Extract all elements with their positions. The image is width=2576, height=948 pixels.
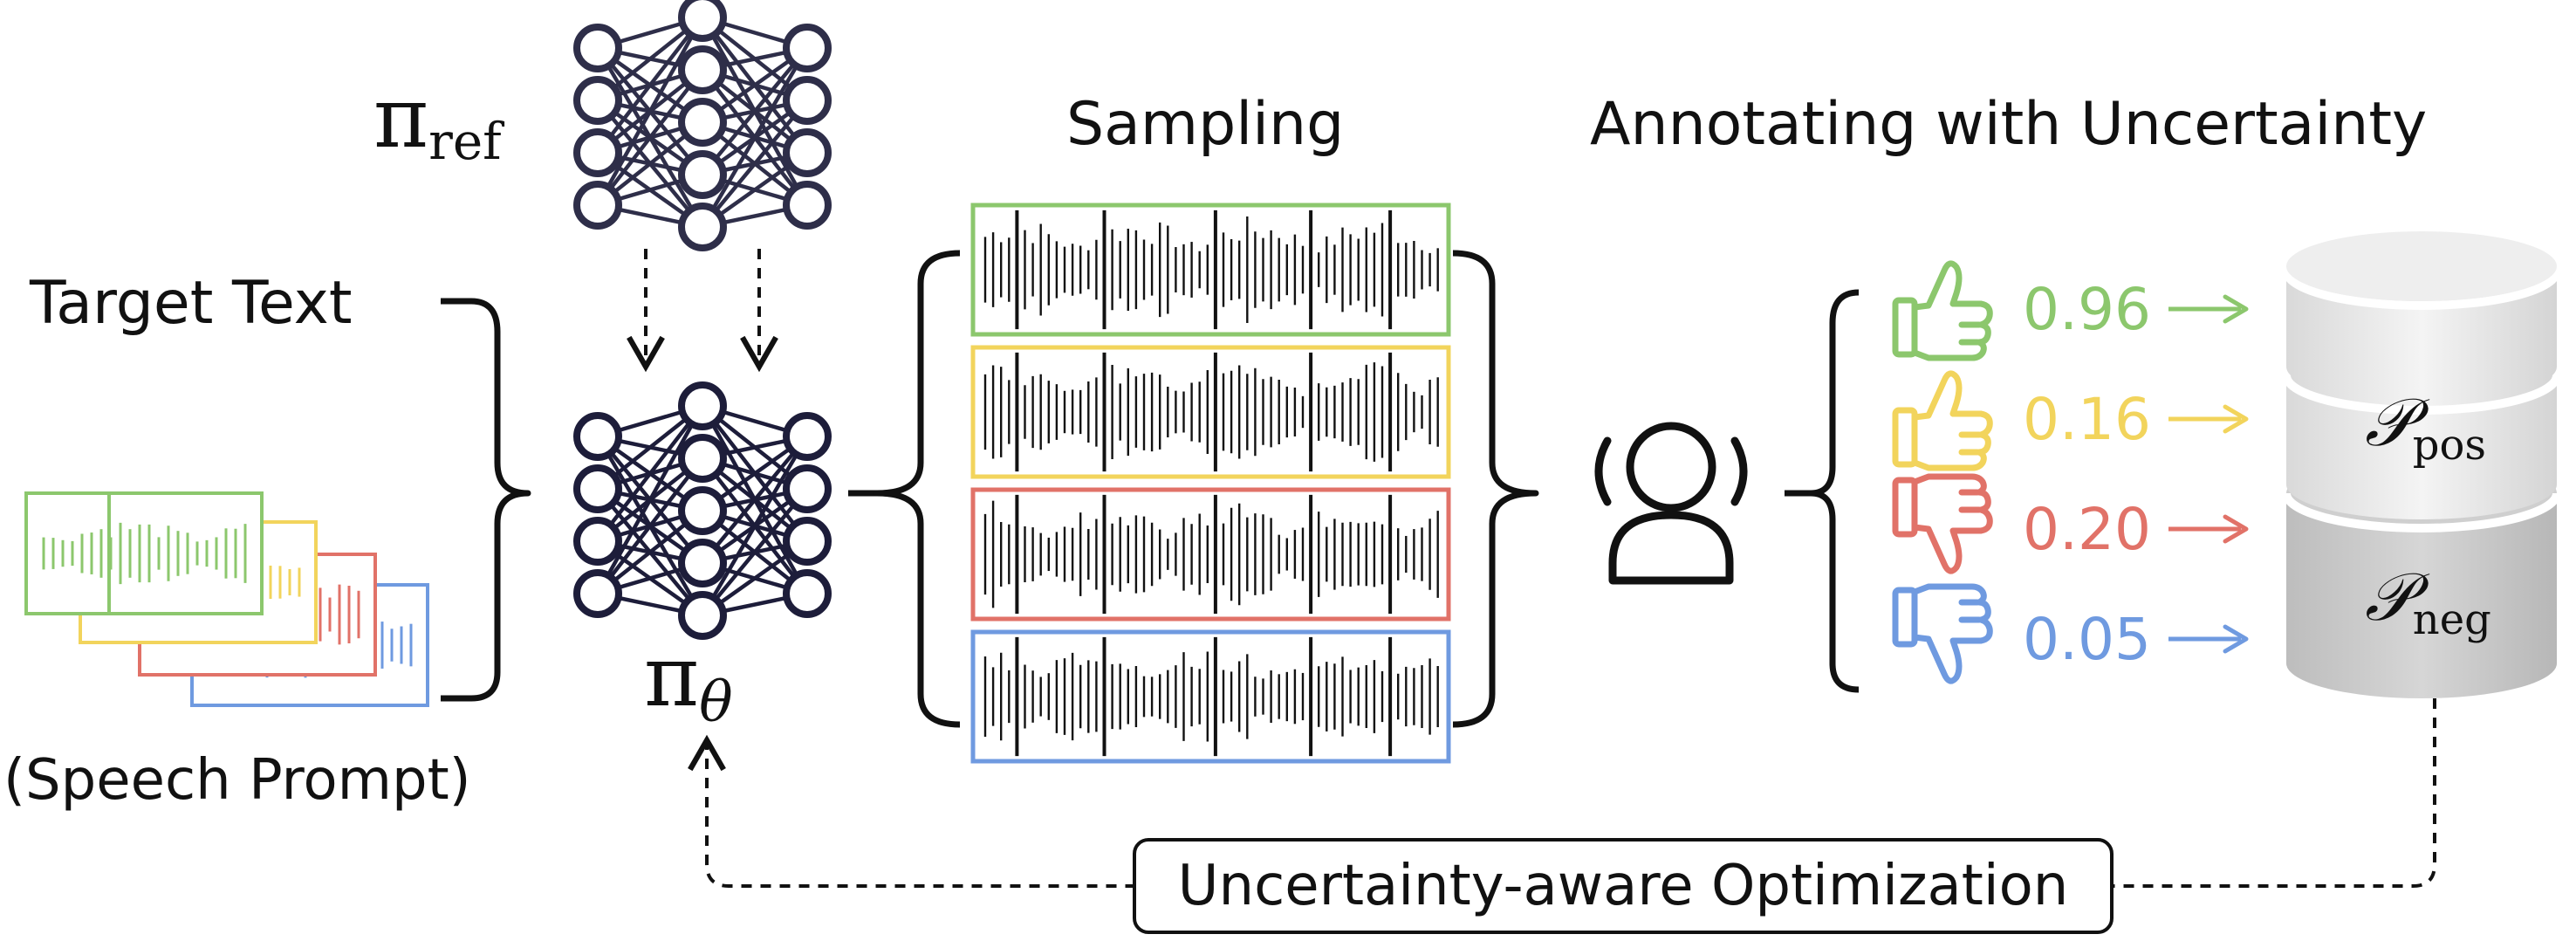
waveform	[983, 636, 1439, 757]
uncertainty-score: 0.20	[2023, 496, 2151, 563]
waveform	[983, 210, 1439, 330]
sampled-speech-list	[970, 203, 1451, 764]
network-nodes	[573, 381, 832, 640]
uncertainty-score: 0.16	[2023, 386, 2151, 453]
annotation-row: 0.16	[1892, 370, 2249, 471]
speech-sample	[970, 629, 1451, 764]
target-text-label: Target Text	[29, 269, 353, 338]
thumbs-down-icon	[1892, 583, 1993, 684]
policy-model-symbol: πθ	[644, 628, 733, 735]
input-brace	[470, 298, 531, 702]
speech-sample-frame	[970, 345, 1451, 479]
negative-set-label: 𝒫neg	[2365, 558, 2491, 644]
speech-sample	[970, 345, 1451, 479]
score-arrow-head	[2223, 404, 2249, 434]
thumbs-down-icon	[1892, 473, 1993, 574]
uncertainty-score: 0.96	[2023, 276, 2151, 343]
policy-model-network	[573, 381, 832, 640]
annotator-person-icon	[1594, 422, 1748, 585]
speech-prompt-label: (Speech Prompt)	[3, 748, 471, 813]
uncertainty-score: 0.05	[2023, 606, 2151, 673]
sampling-label: Sampling	[1066, 90, 1344, 159]
positive-set-label: 𝒫pos	[2365, 383, 2486, 470]
sampling-brace-right	[1452, 250, 1539, 728]
speech-sample-frame	[970, 487, 1451, 622]
annotating-label: Annotating with Uncertainty	[1590, 90, 2427, 159]
preference-database-icon	[2282, 231, 2561, 698]
score-arrow-head	[2223, 624, 2249, 654]
annotation-brace	[1807, 289, 1860, 693]
reference-model-symbol: πref	[373, 69, 504, 171]
waveform	[983, 494, 1439, 615]
reference-model-network	[573, 0, 832, 251]
sampling-brace-left	[874, 250, 961, 728]
annotation-row: 0.96	[1892, 260, 2249, 361]
annotation-row: 0.05	[1892, 583, 2249, 684]
speech-prompt-card	[24, 491, 264, 615]
score-arrow-head	[2223, 514, 2249, 544]
annotation-score-list: 0.96 0.16 0.20 0.05	[1892, 260, 2249, 684]
score-arrow-head	[2223, 294, 2249, 324]
optimization-box	[1133, 838, 2114, 934]
speech-sample-frame	[970, 203, 1451, 337]
speech-sample	[970, 203, 1451, 337]
speech-prompt-stack	[24, 491, 429, 707]
speech-sample-frame	[970, 629, 1451, 764]
network-nodes	[573, 0, 832, 251]
speech-sample	[970, 487, 1451, 622]
thumbs-up-icon	[1892, 260, 1993, 361]
annotation-row: 0.20	[1892, 473, 2249, 574]
optimization-label: Uncertainty-aware Optimization	[1178, 854, 2069, 918]
thumbs-up-icon	[1892, 370, 1993, 471]
waveform	[983, 352, 1439, 472]
